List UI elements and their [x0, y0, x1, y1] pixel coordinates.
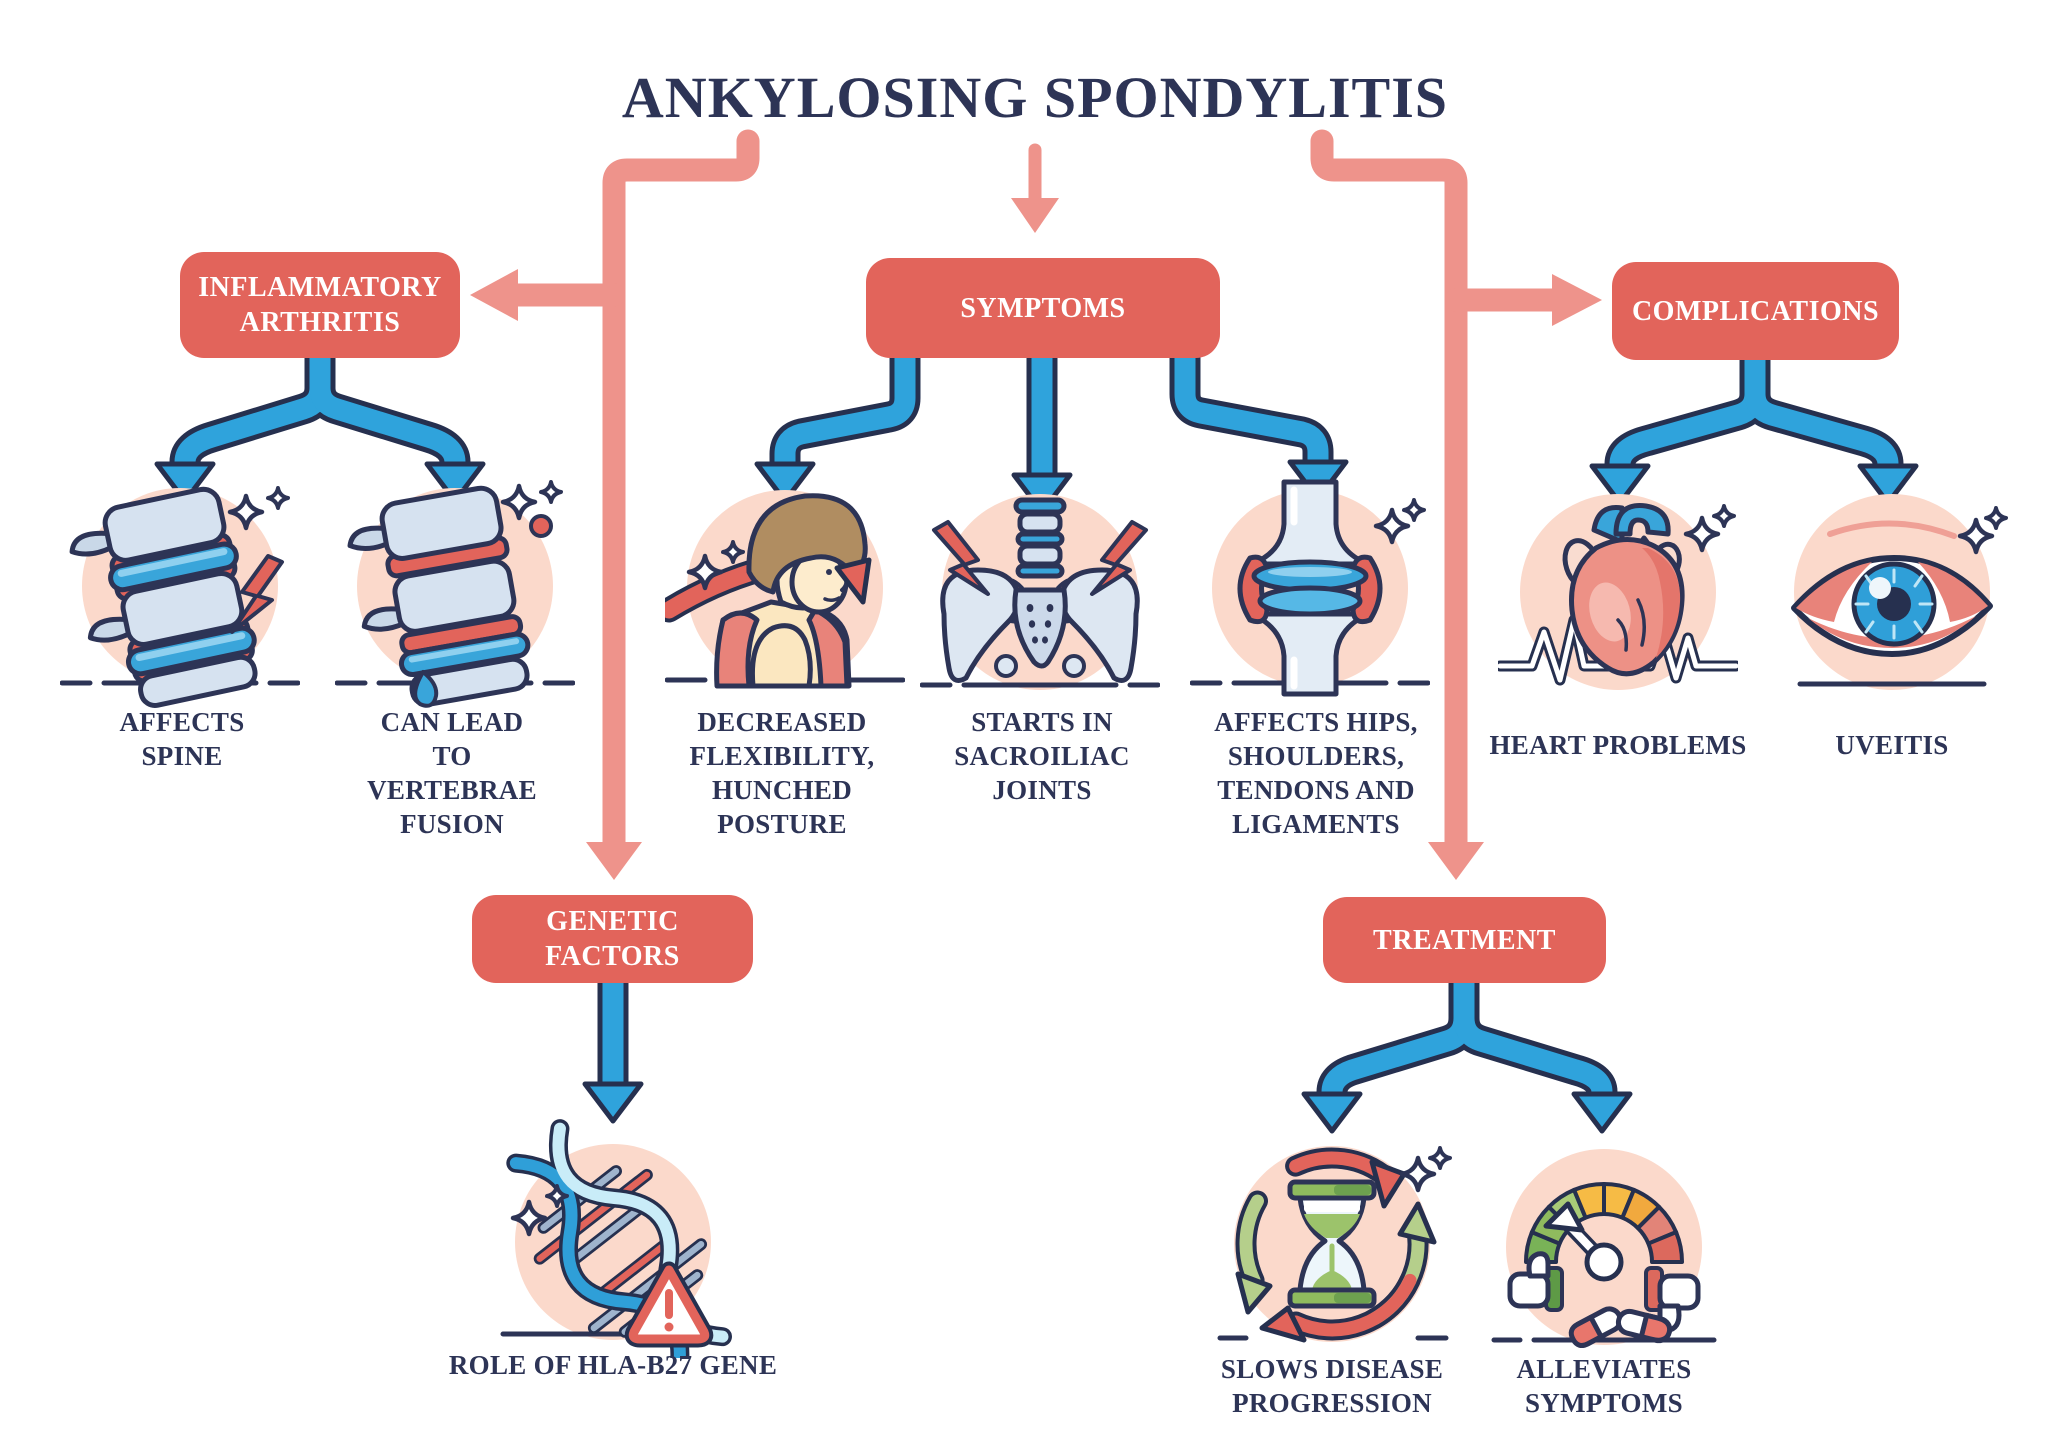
- node-symptoms: SYMPTOMS: [866, 258, 1220, 358]
- lightning-icon: [230, 554, 284, 634]
- hourglass-cycle-icon: [1212, 1122, 1452, 1362]
- node-complications: COMPLICATIONS: [1612, 262, 1899, 360]
- thumbs-down-icon: [1644, 1266, 1701, 1333]
- lightning-icon: [1090, 520, 1148, 596]
- node-inflammatory-arthritis: INFLAMMATORY ARTHRITIS: [180, 252, 460, 358]
- lightning-icon: [932, 520, 990, 596]
- joint-icon: [1190, 468, 1430, 708]
- spine-icon: [60, 468, 300, 708]
- dna-icon: [493, 1118, 733, 1358]
- caption-vertebrae-fusion: CAN LEAD TO VERTEBRAE FUSION: [367, 707, 537, 840]
- blue-arrows: [174, 341, 1899, 1106]
- connector-right: [1310, 129, 1468, 856]
- blue-arrowheads: [154, 459, 1919, 1134]
- node-label: INFLAMMATORY ARTHRITIS: [198, 272, 442, 338]
- caption-alleviates-symptoms: ALLEVIATES SYMPTOMS: [1516, 1354, 1692, 1419]
- node-label: COMPLICATIONS: [1631, 295, 1880, 327]
- salmon-connectors: [504, 129, 1566, 856]
- node-genetic-factors: GENETIC FACTORS: [472, 895, 753, 983]
- vertebrae-fusion-icon: [335, 468, 575, 708]
- caption-affects-spine: AFFECTS SPINE: [119, 707, 245, 772]
- connector-left: [602, 129, 760, 856]
- caption-uveitis: UVEITIS: [1835, 730, 1949, 760]
- page-title: ANKYLOSING SPONDYLITIS: [621, 65, 1449, 130]
- caption-heart-problems: HEART PROBLEMS: [1489, 730, 1747, 760]
- warning-triangle-icon: [624, 1261, 714, 1348]
- node-label: TREATMENT: [1373, 924, 1556, 956]
- heart-icon: [1498, 470, 1738, 710]
- node-label: SYMPTOMS: [960, 292, 1126, 324]
- sacroiliac-joints-icon: [920, 470, 1160, 710]
- gauge-icon: [1484, 1122, 1724, 1362]
- hunched-posture-icon: [665, 468, 905, 708]
- caption-hla-b27: ROLE OF HLA-B27 GENE: [448, 1350, 778, 1380]
- thumbs-up-icon: [1507, 1251, 1564, 1312]
- caption-hunched-posture: DECREASED FLEXIBILITY, HUNCHED POSTURE: [689, 707, 875, 840]
- salmon-arrowheads: [470, 198, 1602, 880]
- caption-hips-shoulders: AFFECTS HIPS, SHOULDERS, TENDONS AND LIG…: [1214, 707, 1418, 840]
- node-label: GENETIC FACTORS: [545, 906, 680, 972]
- node-treatment: TREATMENT: [1323, 897, 1606, 983]
- caption-slows-progression: SLOWS DISEASE PROGRESSION: [1220, 1354, 1444, 1419]
- caption-sacroiliac: STARTS IN SACROILIAC JOINTS: [954, 707, 1130, 806]
- pill-icon: [1615, 1308, 1673, 1344]
- eye-icon: [1772, 470, 2012, 710]
